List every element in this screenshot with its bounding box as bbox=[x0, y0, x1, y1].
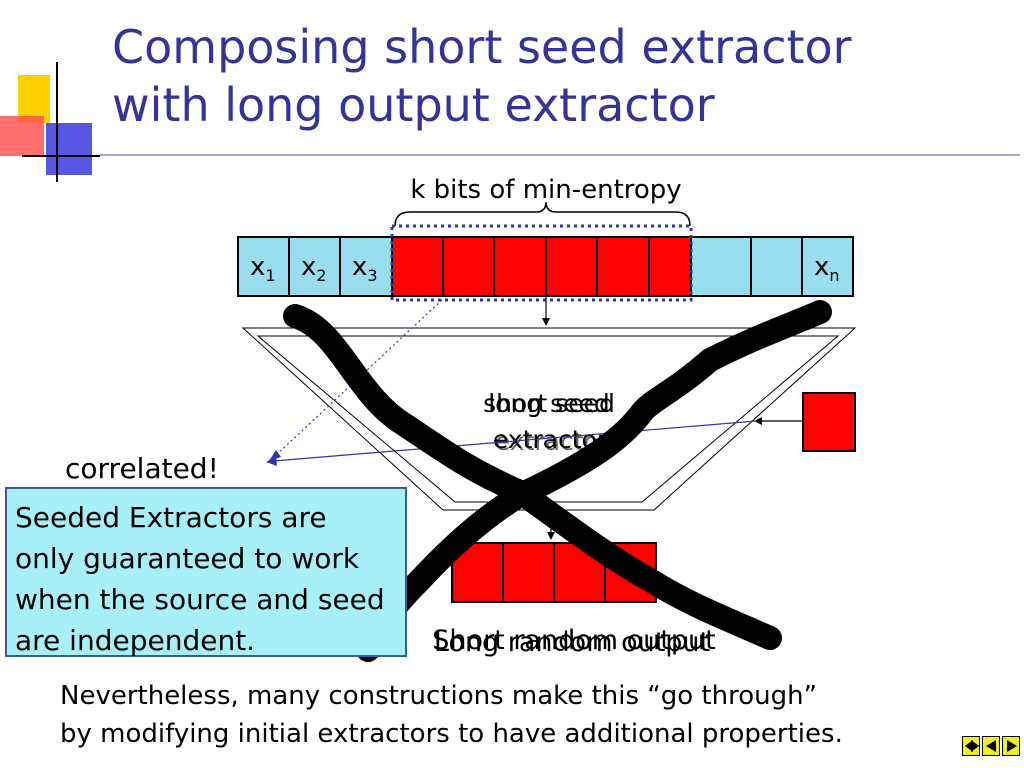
brace-label: k bits of min-entropy bbox=[410, 175, 681, 205]
source-bit-cell bbox=[237, 236, 290, 297]
min-entropy-selection bbox=[390, 224, 693, 302]
callout-line-3: when the source and seed bbox=[15, 583, 385, 616]
extractor-funnel bbox=[241, 327, 857, 511]
source-bit-cell bbox=[288, 236, 341, 297]
extractor-label-short: short seed bbox=[483, 389, 615, 418]
source-bit-cell bbox=[648, 236, 692, 297]
source-to-extractor-arrow bbox=[542, 296, 550, 326]
independence-callout: Seeded Extractors are only guaranteed to… bbox=[5, 487, 407, 657]
footer-line-1: Nevertheless, many constructions make th… bbox=[60, 681, 818, 711]
source-bit-cell bbox=[596, 236, 650, 297]
seed-block bbox=[802, 392, 856, 452]
footer-note: Nevertheless, many constructions make th… bbox=[60, 677, 960, 753]
footer-line-2: by modifying initial extractors to have … bbox=[60, 719, 843, 749]
slide-title-line-2: with long output extractor bbox=[112, 78, 715, 132]
source-bit-cell bbox=[545, 236, 598, 297]
callout-line-4: are independent. bbox=[15, 624, 256, 657]
source-bit-cell bbox=[801, 236, 854, 297]
seed-arrow bbox=[754, 417, 803, 425]
callout-line-1: Seeded Extractors are bbox=[15, 501, 327, 534]
slide-logo bbox=[0, 62, 100, 182]
source-bit-cell bbox=[442, 236, 495, 297]
callout-line-2: only guaranteed to work bbox=[15, 542, 360, 575]
source-bit-cell bbox=[493, 236, 547, 297]
next-icon[interactable] bbox=[1002, 736, 1020, 756]
curly-brace bbox=[394, 201, 691, 227]
cross-out-mark bbox=[283, 300, 832, 662]
output-label-long: Long random output bbox=[434, 627, 710, 658]
output-label-short: Short random output bbox=[432, 625, 715, 656]
correlated-arrow-from-source bbox=[269, 299, 443, 461]
slide-title-line-1: Composing short seed extractor bbox=[112, 20, 852, 74]
slide-title: Composing short seed extractor with long… bbox=[112, 18, 1012, 134]
source-bit-cell bbox=[750, 236, 803, 297]
extractor-label-long: long seed bbox=[488, 389, 610, 418]
previous-icon[interactable] bbox=[982, 736, 1000, 756]
correlated-label: correlated! bbox=[65, 452, 219, 485]
source-bit-cell bbox=[690, 236, 752, 297]
source-bit-cell bbox=[391, 236, 444, 297]
home-icon[interactable] bbox=[962, 736, 980, 756]
source-bit-label: xn bbox=[814, 252, 840, 285]
